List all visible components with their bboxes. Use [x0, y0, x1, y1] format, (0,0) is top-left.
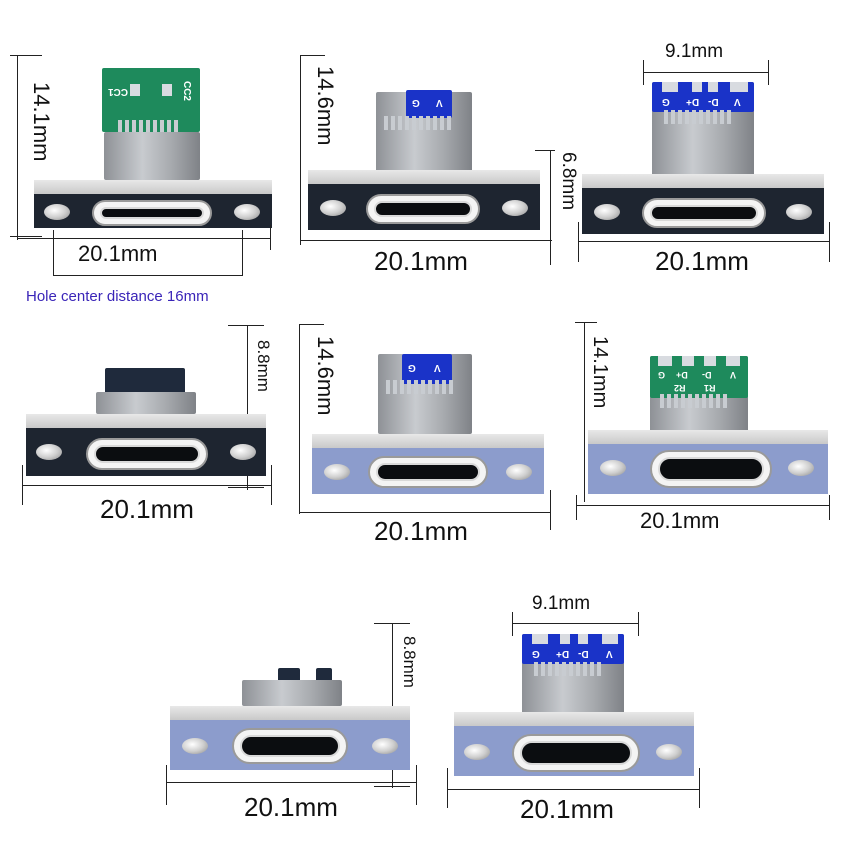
usb-c-port: [368, 456, 488, 488]
connector-shell: [104, 132, 200, 180]
pcb-label-v: V: [606, 648, 613, 659]
hole-distance-line: [53, 275, 243, 276]
mounting-hole-left: [324, 464, 350, 480]
width-dimension-line: [17, 238, 270, 239]
height-label: 8.8mm: [400, 636, 419, 688]
blue-pcb: G D+ D- V: [522, 634, 624, 664]
height-label: 14.1mm: [589, 336, 611, 409]
usb-c-port: [366, 194, 480, 224]
blue-pcb: G D+ D- V: [652, 82, 754, 112]
height-label: 14.6mm: [313, 66, 338, 146]
mount-flange: [170, 706, 410, 770]
mounting-hole-right: [786, 204, 812, 220]
pcb-label-dplus: D+: [556, 648, 570, 659]
mounting-hole-right: [656, 744, 682, 760]
top-width-label: 9.1mm: [532, 593, 591, 614]
width-label: 20.1mm: [655, 246, 749, 276]
mounting-hole-left: [320, 200, 346, 216]
pcb-label-r1: R1: [704, 383, 716, 393]
mount-flange: [34, 180, 272, 228]
width-label: 20.1mm: [640, 508, 720, 533]
green-pcb: G D+ D- V R2 R1: [650, 356, 748, 398]
hole-center-distance-note: Hole center distance 16mm: [26, 288, 209, 305]
mount-flange: [582, 174, 824, 234]
mount-flange: [312, 434, 544, 494]
width-label: 20.1mm: [244, 792, 338, 822]
height-label: 14.6mm: [313, 336, 338, 416]
pcb-label-r2: R2: [674, 383, 686, 393]
pcb-label-dplus: D+: [676, 370, 688, 380]
mounting-hole-right: [506, 464, 532, 480]
usb-c-port: [232, 728, 348, 764]
usb-c-port: [86, 438, 208, 470]
height-dimension-line: [17, 55, 18, 240]
pcb-label-v: V: [730, 370, 737, 380]
mounting-hole-left: [44, 204, 70, 220]
pcb-label-dminus: D-: [702, 370, 712, 380]
pcb-label-dminus: D-: [578, 648, 589, 659]
usb-c-port: [650, 450, 772, 488]
width-label: 20.1mm: [374, 516, 468, 546]
pcb-label-g: G: [408, 362, 416, 373]
usb-c-port: [92, 200, 212, 226]
usb-c-port: [512, 734, 640, 772]
mounting-hole-right: [788, 460, 814, 476]
pcb-label-cc1: CC1: [108, 86, 129, 97]
pcb-label-g: G: [658, 370, 666, 380]
blue-pcb: G V: [402, 354, 452, 384]
mounting-hole-right: [502, 200, 528, 216]
usb-c-port: [642, 198, 766, 228]
mount-flange: [308, 170, 540, 230]
connector-shell: [242, 680, 342, 706]
width-label: 20.1mm: [78, 241, 158, 266]
connector-cap: [105, 368, 185, 396]
mounting-hole-left: [182, 738, 208, 754]
width-label: 20.1mm: [100, 494, 194, 524]
mounting-hole-right: [230, 444, 256, 460]
mounting-hole-right: [372, 738, 398, 754]
mounting-hole-left: [600, 460, 626, 476]
pcb-label-v: V: [734, 96, 741, 107]
height-label: 14.1mm: [29, 82, 54, 162]
mount-flange: [588, 430, 828, 494]
width-label: 20.1mm: [520, 794, 614, 824]
pcb-label-g: G: [412, 97, 420, 108]
mounting-hole-left: [464, 744, 490, 760]
connector-shell: [96, 392, 196, 414]
mounting-hole-left: [36, 444, 62, 460]
mounting-hole-left: [594, 204, 620, 220]
pcb-label-v: V: [434, 362, 441, 373]
pcb-label-cc2: CC2: [181, 80, 193, 102]
mounting-hole-right: [234, 204, 260, 220]
mount-flange: [26, 414, 266, 476]
side-height-label: 6.8mm: [558, 152, 579, 211]
pcb-label-v: V: [436, 97, 443, 108]
pcb-label-dplus: D+: [686, 96, 700, 107]
mount-flange: [454, 712, 694, 776]
pcb-label-g: G: [532, 648, 540, 659]
height-label: 8.8mm: [254, 340, 273, 392]
pcb-label-g: G: [662, 96, 670, 107]
pcb-label-dminus: D-: [708, 96, 719, 107]
height-dimension-tick-bottom: [10, 236, 42, 237]
pins: [118, 120, 178, 134]
blue-pcb: G V: [406, 90, 452, 118]
top-width-label: 9.1mm: [665, 41, 724, 62]
width-label: 20.1mm: [374, 246, 468, 276]
height-dimension-tick-top: [10, 55, 42, 56]
